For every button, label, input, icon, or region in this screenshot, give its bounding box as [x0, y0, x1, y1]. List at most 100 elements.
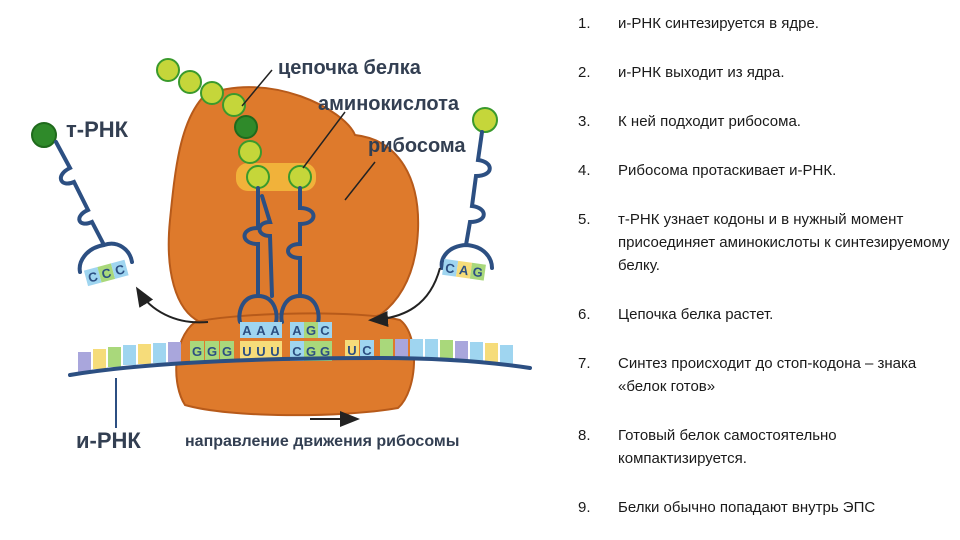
- mrna-tile: [290, 341, 304, 361]
- mrna-base: U: [256, 344, 265, 359]
- protein-chain: [156, 58, 312, 189]
- mrna-tile: [153, 343, 166, 363]
- step-number: 4.: [578, 162, 591, 179]
- trna-base: A: [292, 323, 302, 338]
- right-trna-amino-acid: [472, 107, 498, 133]
- mrna-tile: [123, 345, 136, 365]
- chain-amino-acid: [288, 165, 312, 189]
- ribosome-small-subunit: [175, 312, 416, 417]
- right-trna-base: C: [444, 260, 456, 276]
- step-number: 6.: [578, 306, 591, 323]
- step-number: 8.: [578, 427, 591, 444]
- chain-amino-acid: [234, 115, 258, 139]
- mrna-tile: [485, 343, 498, 363]
- left-trna: C C C: [31, 122, 134, 287]
- trna-a-site: [279, 186, 321, 324]
- amino-acid-pointer: [302, 111, 346, 169]
- left-trna-base: C: [113, 261, 127, 278]
- right-trna-tile: [442, 258, 459, 277]
- trna-base: A: [256, 323, 266, 338]
- mrna-base: G: [192, 344, 202, 359]
- chain-amino-acid: [178, 70, 202, 94]
- mrna-base: G: [306, 344, 316, 359]
- mrna-tile: [345, 340, 359, 360]
- step-item: 4. Рибосома протаскивает и-РНК.: [578, 159, 950, 182]
- left-trna-tile: [97, 263, 116, 283]
- chain-to-trna-link: [257, 194, 274, 298]
- mrna-tile: [168, 342, 181, 362]
- ribosome-pointer: [344, 161, 376, 201]
- step-number: 7.: [578, 355, 591, 372]
- trna-codons: A A A A G C: [240, 322, 332, 338]
- right-trna-base: A: [458, 262, 470, 278]
- step-text: Рибосома протаскивает и-РНК.: [618, 162, 837, 179]
- mrna-base: U: [242, 344, 251, 359]
- left-trna-base: C: [100, 265, 114, 282]
- arrival-arrow: [368, 267, 441, 328]
- mrna-tile: [380, 339, 393, 359]
- step-item: 5. т-РНК узнает кодоны и в нужный момент …: [578, 208, 950, 277]
- trna-label: т-РНК: [66, 117, 129, 142]
- left-trna-amino-acid: [31, 122, 57, 148]
- protein-chain-label: цепочка белка: [278, 57, 422, 79]
- step-number: 5.: [578, 211, 591, 228]
- mrna-tile: [500, 345, 513, 365]
- protein-chain-pointer: [241, 69, 273, 107]
- trna-base-tile: [290, 322, 304, 338]
- mrna-tile: [304, 341, 318, 361]
- mrna-base: C: [362, 343, 372, 358]
- mrna-tile: [108, 347, 121, 367]
- step-item: 8. Готовый белок самостоятельно компактиз…: [578, 424, 950, 470]
- trna-base-tile: [254, 322, 268, 338]
- mrna-base: G: [222, 344, 232, 359]
- step-item: 9.Белки обычно попадают внутрь ЭПС: [578, 496, 950, 519]
- trna-base-tile: [268, 322, 282, 338]
- step-item: 3.К ней подходит рибосома.: [578, 110, 950, 133]
- direction-label: направление движения рибосомы: [185, 433, 459, 450]
- ribosome-label: рибосома: [368, 135, 466, 157]
- step-text: К ней подходит рибосома.: [618, 113, 801, 130]
- trna-base: G: [306, 323, 316, 338]
- right-trna-tile: [455, 260, 473, 279]
- step-number: 1.: [578, 15, 591, 32]
- mrna-tile: [205, 341, 219, 361]
- step-text: Цепочка белка растет.: [618, 306, 774, 323]
- mrna-tile: [360, 340, 374, 360]
- steps-list: 1.и-РНК синтезируется в ядре. 2.и-РНК вы…: [578, 12, 950, 519]
- trna-base-tile: [304, 322, 318, 338]
- mrna-label: и-РНК: [76, 428, 141, 453]
- mrna-tile: [455, 341, 468, 361]
- trna-base-tile: [240, 322, 254, 338]
- step-text: Синтез происходит до стоп-кодона – знака…: [618, 355, 917, 395]
- chain-amino-acid: [246, 165, 270, 189]
- amino-acid-label: аминокислота: [318, 93, 460, 115]
- right-trna: C A G: [439, 107, 498, 281]
- mrna-base: U: [347, 343, 356, 358]
- left-trna-base: C: [86, 268, 100, 285]
- step-item: 6. Цепочка белка растет.: [578, 303, 950, 326]
- mrna-backbone: [68, 355, 532, 377]
- left-trna-tile: [110, 259, 129, 279]
- chain-amino-acid: [222, 93, 246, 117]
- step-text: Готовый белок самостоятельно компактизир…: [618, 427, 837, 467]
- mrna-tile: [93, 349, 106, 369]
- left-trna-tile: [83, 267, 102, 287]
- mrna-tile: [440, 340, 453, 360]
- step-text: т-РНК узнает кодоны и в нужный момент пр…: [618, 211, 950, 274]
- step-item: 1.и-РНК синтезируется в ядре.: [578, 12, 950, 35]
- step-item: 7. Синтез происходит до стоп-кодона – зна…: [578, 352, 950, 398]
- translation-diagram: A A A A G C G G G: [31, 57, 532, 453]
- mrna-base: G: [320, 344, 330, 359]
- mrna-tile: [240, 341, 254, 361]
- right-trna-base: G: [472, 264, 484, 280]
- step-number: 9.: [578, 499, 591, 516]
- departure-arrow: [135, 286, 209, 324]
- mrna-tile: [425, 339, 438, 359]
- trna-base: C: [320, 323, 330, 338]
- chain-amino-acid: [156, 58, 180, 82]
- mrna-tile: [470, 342, 483, 362]
- mrna-tile: [318, 341, 332, 361]
- trna-base-tile: [318, 322, 332, 338]
- mrna-tile: [138, 344, 151, 364]
- mrna-base: C: [292, 344, 302, 359]
